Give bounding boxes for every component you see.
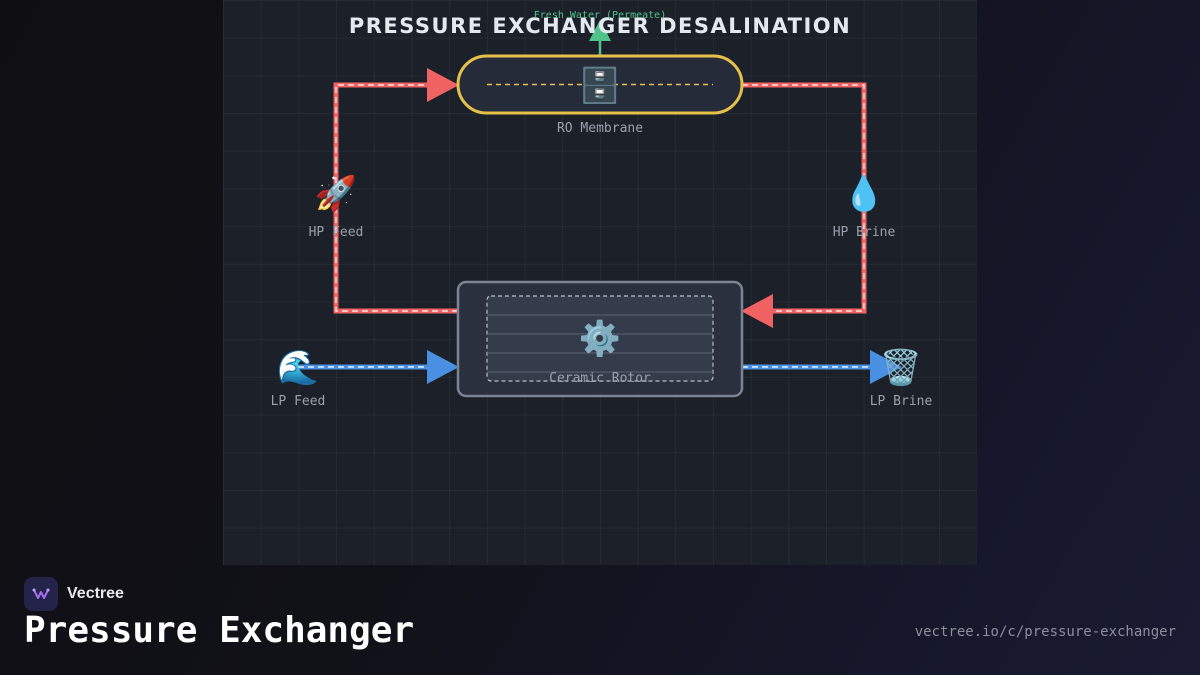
diagram-panel: PRESSURE EXCHANGER DESALINATION Fresh Wa…	[223, 0, 977, 565]
brand-name: Vectree	[67, 585, 124, 602]
lp-brine-label: LP Brine	[870, 394, 933, 409]
hp-feed-pipe	[333, 82, 458, 314]
vectree-logo-icon	[24, 577, 58, 611]
lp-feed-arrow	[427, 350, 459, 384]
gear-icon: ⚙️	[579, 319, 621, 359]
wave-icon: 🌊	[277, 348, 319, 388]
permeate-label: Fresh Water (Permeate)	[534, 10, 666, 21]
hp-feed-label: HP Feed	[309, 225, 364, 240]
diagram-title: PRESSURE EXCHANGER DESALINATION	[349, 14, 851, 38]
hp-brine-arrow	[741, 294, 773, 328]
rocket-icon: 🚀	[315, 174, 357, 214]
lp-feed-label: LP Feed	[271, 394, 326, 409]
page-url-link[interactable]: vectree.io/c/pressure-exchanger	[914, 624, 1176, 640]
ro-membrane-label: RO Membrane	[557, 121, 643, 136]
lp-brine-arrow	[870, 350, 902, 384]
permeate-arrow	[589, 20, 611, 41]
file-cabinet-icon: 🗄️	[579, 66, 621, 106]
hp-brine-label: HP Brine	[833, 225, 896, 240]
hp-brine-pipe	[742, 82, 867, 314]
diagram-canvas: PRESSURE EXCHANGER DESALINATION Fresh Wa…	[271, 10, 933, 409]
page-title: Pressure Exchanger	[24, 610, 415, 651]
wastebasket-icon: 🗑️	[880, 348, 922, 388]
droplet-icon: 💧	[843, 174, 885, 214]
hp-feed-arrow	[427, 68, 459, 102]
pressure-exchanger-unit[interactable]: ⚙️ Ceramic Rotor	[456, 280, 744, 398]
ceramic-rotor-label: Ceramic Rotor	[549, 371, 651, 386]
ro-membrane[interactable]: 🗄️	[456, 54, 744, 115]
brand[interactable]: Vectree	[24, 577, 124, 611]
